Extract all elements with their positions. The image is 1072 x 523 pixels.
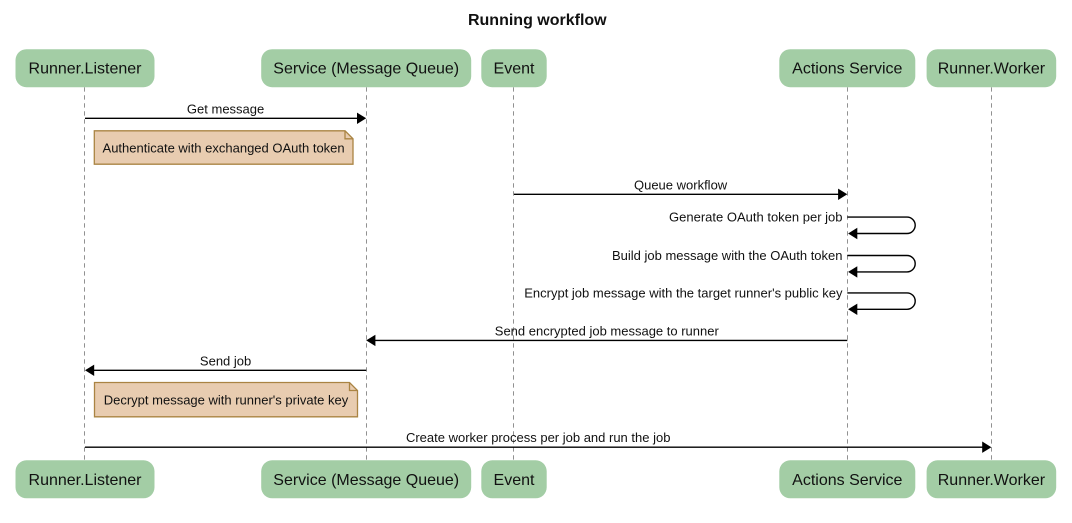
svg-text:Send job: Send job <box>200 353 251 368</box>
svg-text:Service (Message Queue): Service (Message Queue) <box>273 472 459 489</box>
svg-text:Running workflow: Running workflow <box>468 12 607 29</box>
svg-text:Runner.Worker: Runner.Worker <box>938 61 1046 78</box>
svg-text:Send encrypted job message to: Send encrypted job message to runner <box>495 323 720 338</box>
svg-text:Create worker process per job: Create worker process per job and run th… <box>406 430 670 445</box>
svg-text:Generate OAuth token per job: Generate OAuth token per job <box>669 210 842 225</box>
svg-text:Decrypt message with runner's: Decrypt message with runner's private ke… <box>104 393 349 408</box>
svg-text:Event: Event <box>494 61 535 78</box>
svg-text:Runner.Listener: Runner.Listener <box>29 61 143 78</box>
svg-text:Actions Service: Actions Service <box>792 61 902 78</box>
svg-text:Service (Message Queue): Service (Message Queue) <box>273 61 459 78</box>
svg-text:Event: Event <box>494 472 535 489</box>
svg-text:Authenticate with exchanged OA: Authenticate with exchanged OAuth token <box>103 141 345 156</box>
svg-text:Encrypt job message with the t: Encrypt job message with the target runn… <box>524 286 843 301</box>
svg-text:Actions Service: Actions Service <box>792 472 902 489</box>
svg-text:Runner.Worker: Runner.Worker <box>938 472 1046 489</box>
svg-text:Runner.Listener: Runner.Listener <box>29 472 143 489</box>
svg-text:Build job message with the OAu: Build job message with the OAuth token <box>612 248 843 263</box>
svg-text:Get message: Get message <box>187 101 264 116</box>
svg-text:Queue workflow: Queue workflow <box>634 177 728 192</box>
